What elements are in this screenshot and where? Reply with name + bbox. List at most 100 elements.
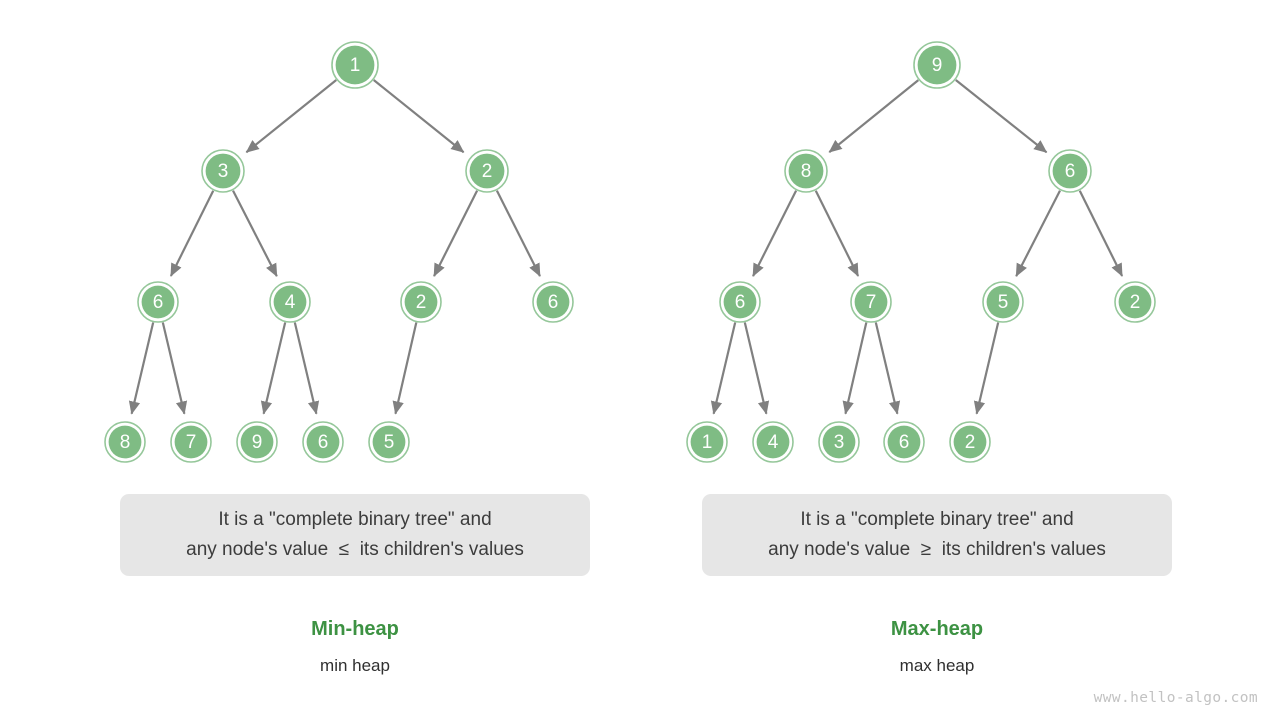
tree-node[interactable]: 4 <box>269 281 311 323</box>
node-value: 8 <box>801 161 812 182</box>
node-disc <box>1118 285 1152 319</box>
tree-node[interactable]: 3 <box>818 421 860 463</box>
tree-node[interactable]: 6 <box>883 421 925 463</box>
node-disc <box>822 425 856 459</box>
tree-node[interactable]: 2 <box>400 281 442 323</box>
tree-node[interactable]: 4 <box>752 421 794 463</box>
node-disc <box>205 153 241 189</box>
tree-edge <box>752 190 798 277</box>
node-value: 1 <box>350 55 361 76</box>
node-value: 7 <box>866 292 877 313</box>
node-value: 5 <box>998 292 1009 313</box>
node-value: 6 <box>318 432 329 453</box>
node-disc <box>469 153 505 189</box>
tree-node[interactable]: 8 <box>104 421 146 463</box>
tree-node[interactable]: 9 <box>913 41 961 89</box>
tree-edge <box>1015 190 1061 277</box>
node-disc <box>953 425 987 459</box>
tree-edge <box>161 322 188 415</box>
caption-line-1: It is a "complete binary tree" and <box>218 509 492 530</box>
caption-box-min-heap: It is a "complete binary tree" and any n… <box>120 494 590 576</box>
node-disc <box>1052 153 1088 189</box>
node-disc <box>986 285 1020 319</box>
node-value: 4 <box>768 432 779 453</box>
node-value: 9 <box>252 432 263 453</box>
node-value: 4 <box>285 292 296 313</box>
tree-edge <box>973 322 1000 415</box>
tree-node[interactable]: 9 <box>236 421 278 463</box>
node-value: 3 <box>218 161 229 182</box>
tree-edge <box>495 190 541 277</box>
node-disc <box>240 425 274 459</box>
tree-edge <box>842 322 868 415</box>
node-disc <box>306 425 340 459</box>
tree-node[interactable]: 2 <box>465 149 509 193</box>
tree-edge <box>1078 190 1124 277</box>
tree-edge <box>814 190 860 277</box>
edges-layer <box>128 79 1124 415</box>
node-value: 7 <box>186 432 197 453</box>
tree-node[interactable]: 1 <box>331 41 379 89</box>
node-value: 6 <box>1065 161 1076 182</box>
node-disc <box>174 425 208 459</box>
tree-edge <box>169 190 215 277</box>
node-disc <box>273 285 307 319</box>
node-disc <box>756 425 790 459</box>
node-value: 6 <box>899 432 910 453</box>
tree-node[interactable]: 8 <box>784 149 828 193</box>
nodes-layer: 1 3 2 6 4 2 6 8 7 9 6 5 9 8 6 6 7 5 2 1 4 3 6 2 <box>104 41 1156 463</box>
node-value: 8 <box>120 432 131 453</box>
node-disc <box>788 153 824 189</box>
node-disc <box>141 285 175 319</box>
heap-title-min-heap: Min-heap <box>311 618 399 640</box>
node-disc <box>854 285 888 319</box>
tree-edge <box>743 322 770 415</box>
node-value: 2 <box>965 432 976 453</box>
tree-node[interactable]: 7 <box>850 281 892 323</box>
tree-edge <box>128 322 155 415</box>
node-value: 6 <box>548 292 559 313</box>
caption-line-1: It is a "complete binary tree" and <box>800 509 1074 530</box>
node-value: 3 <box>834 432 845 453</box>
node-disc <box>887 425 921 459</box>
tree-edge <box>874 322 901 415</box>
node-value: 5 <box>384 432 395 453</box>
node-disc <box>690 425 724 459</box>
tree-edge <box>433 190 479 277</box>
caption-line-2: any node's value ≤ its children's values <box>186 539 524 560</box>
heap-subtitle-max-heap: max heap <box>899 656 975 675</box>
tree-node[interactable]: 6 <box>302 421 344 463</box>
tree-node[interactable]: 2 <box>949 421 991 463</box>
tree-node[interactable]: 6 <box>719 281 761 323</box>
node-value: 6 <box>153 292 164 313</box>
node-disc <box>108 425 142 459</box>
watermark-url: www.hello-algo.com <box>1093 690 1258 706</box>
tree-node[interactable]: 2 <box>1114 281 1156 323</box>
tree-node[interactable]: 5 <box>982 281 1024 323</box>
tree-node[interactable]: 6 <box>137 281 179 323</box>
tree-edge <box>293 322 320 415</box>
tree-node[interactable]: 6 <box>1048 149 1092 193</box>
tree-edge <box>710 322 737 415</box>
heap-subtitle-min-heap: min heap <box>320 656 390 675</box>
node-value: 2 <box>482 161 493 182</box>
node-value: 6 <box>735 292 746 313</box>
node-disc <box>335 45 375 85</box>
node-disc <box>536 285 570 319</box>
caption-line-2: any node's value ≥ its children's values <box>768 539 1106 560</box>
tree-node[interactable]: 1 <box>686 421 728 463</box>
node-value: 9 <box>932 55 943 76</box>
tree-node[interactable]: 5 <box>368 421 410 463</box>
tree-edge <box>955 79 1048 154</box>
node-disc <box>917 45 957 85</box>
tree-node[interactable]: 6 <box>532 281 574 323</box>
tree-node[interactable]: 7 <box>170 421 212 463</box>
node-value: 1 <box>702 432 713 453</box>
tree-edge <box>245 79 337 154</box>
tree-node[interactable]: 3 <box>201 149 245 193</box>
node-disc <box>372 425 406 459</box>
node-disc <box>404 285 438 319</box>
heap-title-max-heap: Max-heap <box>890 618 984 640</box>
node-value: 2 <box>416 292 427 313</box>
